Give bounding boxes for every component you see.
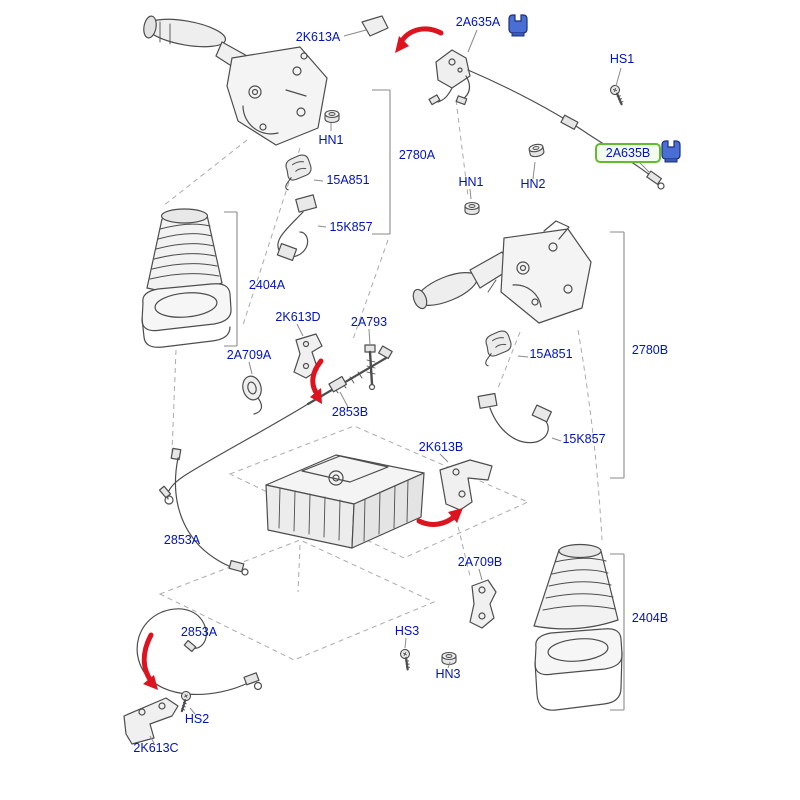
handbrake-lever-left-drawing [143, 15, 389, 146]
part-label-hs3[interactable]: HS3 [395, 624, 419, 638]
hs1-screw-drawing [606, 83, 628, 106]
part-label-hn1-left[interactable]: HN1 [318, 133, 343, 147]
red-arrow-top [395, 26, 444, 53]
part-label-hs2[interactable]: HS2 [185, 712, 209, 726]
highlight-box-2a635b [595, 143, 661, 163]
label-leader-lines [149, 29, 651, 744]
pin-2a793-drawing [364, 344, 376, 391]
bracket-2k613d-drawing [293, 333, 323, 379]
transmission-case-drawing [265, 454, 425, 549]
red-arrow-middle-left [310, 358, 324, 404]
bracket-line-2780a [372, 89, 391, 235]
cable-clamp-icon[interactable] [508, 14, 528, 37]
part-label-15k857-left[interactable]: 15K857 [329, 220, 372, 234]
part-label-hn1-right[interactable]: HN1 [458, 175, 483, 189]
part-label-hn2[interactable]: HN2 [520, 177, 545, 191]
part-label-hs1[interactable]: HS1 [610, 52, 634, 66]
part-label-15a851-right[interactable]: 15A851 [529, 347, 572, 361]
bracket-line-2780b [610, 231, 625, 479]
part-label-2780a[interactable]: 2780A [399, 148, 436, 162]
hn3-nut-drawing [441, 651, 457, 666]
part-label-2k613a[interactable]: 2K613A [296, 30, 341, 44]
bracket-line-2404b [610, 553, 625, 711]
part-label-2853a-upper[interactable]: 2853A [164, 533, 201, 547]
hs3-screw-drawing [394, 646, 418, 671]
part-label-2a635a[interactable]: 2A635A [456, 15, 501, 29]
part-label-2853b[interactable]: 2853B [332, 405, 368, 419]
cable-15k857-right-drawing [477, 392, 552, 444]
cable-15k857-left-drawing [276, 194, 318, 261]
part-label-15a851-left[interactable]: 15A851 [326, 173, 369, 187]
bracket-2a709b-drawing [469, 579, 497, 629]
part-label-hn3[interactable]: HN3 [435, 667, 460, 681]
red-arrow-bottom-left [141, 632, 158, 690]
bracket-2k613b-drawing [439, 459, 493, 511]
cable-2853a-lower-drawing [136, 608, 263, 696]
part-label-2404b[interactable]: 2404B [632, 611, 668, 625]
part-label-2404a[interactable]: 2404A [249, 278, 286, 292]
red-arrow-center [416, 508, 463, 527]
part-label-2780b[interactable]: 2780B [632, 343, 668, 357]
hn1-left-nut-drawing [324, 109, 340, 124]
part-label-2a709a[interactable]: 2A709A [227, 348, 272, 362]
hn1-right-nut-drawing [464, 201, 480, 216]
part-label-2a793[interactable]: 2A793 [351, 315, 387, 329]
handbrake-lever-right-drawing [412, 220, 592, 324]
bracket-line-2404a [224, 211, 238, 347]
cable-2a635a-drawing [428, 49, 665, 190]
part-label-2k613b[interactable]: 2K613B [419, 440, 463, 454]
cable-2853a-upper-drawing [170, 447, 249, 576]
clip-15a851-left-drawing [280, 153, 315, 191]
part-label-15k857-right[interactable]: 15K857 [562, 432, 605, 446]
boot-2404b-drawing [533, 543, 623, 711]
part-label-2k613c[interactable]: 2K613C [133, 741, 178, 755]
cable-clamp-icon[interactable] [661, 140, 681, 163]
part-label-2853a-lower[interactable]: 2853A [181, 625, 218, 639]
clip-2a709a-drawing [242, 375, 263, 415]
bracket-2k613c-drawing [123, 697, 179, 745]
hn2-nut-drawing [527, 142, 546, 159]
part-label-2k613d[interactable]: 2K613D [275, 310, 320, 324]
part-labels: 2K613A 2A635A HS1 HN1 2780A 15A851 2A635… [133, 15, 668, 755]
part-label-2a635b[interactable]: 2A635B [606, 146, 650, 160]
boot-2404a-drawing [141, 208, 232, 348]
part-label-2a709b[interactable]: 2A709B [458, 555, 502, 569]
